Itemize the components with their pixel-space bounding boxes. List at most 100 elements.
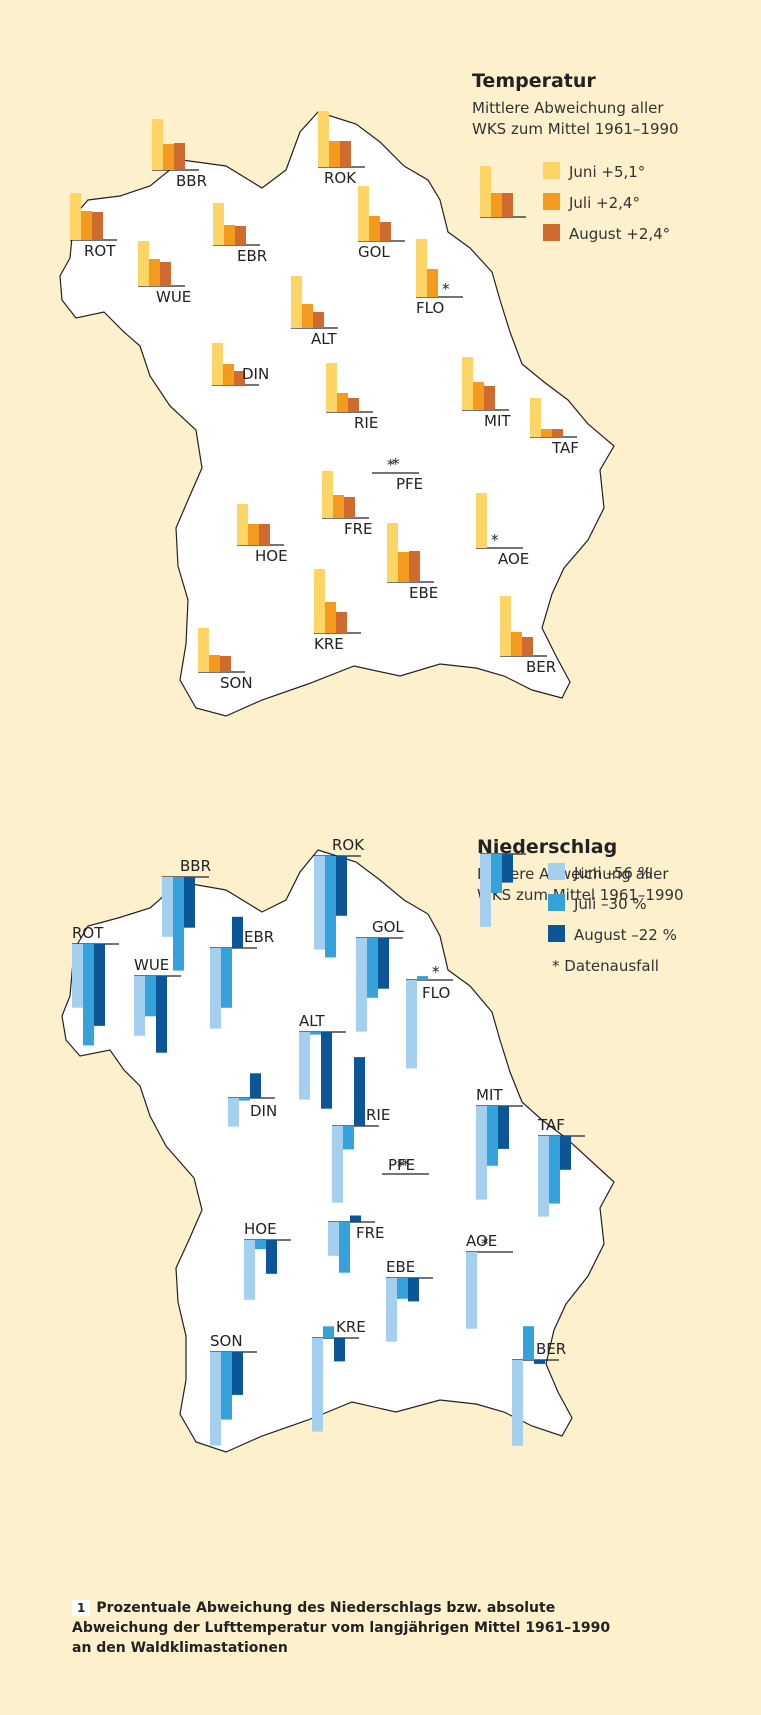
bar-ebr-juli <box>221 948 232 1008</box>
bar-rie-juni <box>332 1126 343 1203</box>
bar-kre-august <box>336 612 347 633</box>
bar-aoe-juni <box>466 1252 477 1329</box>
bar-aoe-juni <box>476 493 487 548</box>
bar-hoe-juni <box>244 1240 255 1300</box>
bar-son-august <box>232 1352 243 1395</box>
bar-ebe-august <box>409 551 420 582</box>
bar-ebe-juni <box>386 1278 397 1342</box>
bar-flo-juni <box>406 980 417 1069</box>
chart-subtitle-line: WKS zum Mittel 1961–1990 <box>472 120 679 138</box>
station-label-gol: GOL <box>372 918 404 936</box>
station-label-hoe: HOE <box>244 1220 277 1238</box>
missing-data-mark-aoe: * <box>491 531 499 549</box>
station-label-rot: ROT <box>72 924 104 942</box>
legend-swatch-august <box>543 224 560 241</box>
legend-label-juli: Juli –30 % <box>573 895 647 913</box>
station-label-taf: TAF <box>551 439 579 457</box>
bar-rok-august <box>336 856 347 916</box>
station-label-ebr: EBR <box>244 928 274 946</box>
legend-label-august: August +2,4° <box>569 225 670 243</box>
bar-rot-juni <box>72 944 83 1008</box>
legend-sample-bar-juli <box>491 193 502 217</box>
legend-swatch-juni <box>543 162 560 179</box>
bar-fre-juli <box>339 1222 350 1273</box>
bar-bbr-august <box>184 877 195 928</box>
bar-mit-juli <box>473 382 484 410</box>
legend-swatch-juli <box>543 193 560 210</box>
bar-flo-juni <box>416 239 427 297</box>
station-label-pfe: PFE <box>396 475 423 493</box>
bar-din-juni <box>212 343 223 385</box>
bar-gol-juni <box>356 938 367 1032</box>
station-label-pfe: PFE <box>388 1156 415 1174</box>
station-label-bbr: BBR <box>180 857 211 875</box>
bar-alt-juni <box>299 1032 310 1100</box>
bar-alt-juni <box>291 276 302 328</box>
bar-hoe-august <box>259 524 270 545</box>
bar-ber-august <box>534 1360 545 1364</box>
station-label-rie: RIE <box>366 1106 390 1124</box>
bar-son-august <box>220 656 231 672</box>
legend-label-juli: Juli +2,4° <box>568 194 640 212</box>
bar-wue-juli <box>145 976 156 1017</box>
station-label-hoe: HOE <box>255 547 288 565</box>
station-label-fre: FRE <box>356 1224 385 1242</box>
bar-mit-juni <box>462 357 473 410</box>
missing-data-mark-aoe: * <box>481 1235 489 1253</box>
bar-fre-juni <box>322 471 333 518</box>
bar-ebe-juli <box>398 552 409 582</box>
legend-sample-bar-august <box>502 193 513 217</box>
station-label-rok: ROK <box>332 836 365 854</box>
station-label-son: SON <box>220 674 253 692</box>
bar-rie-juni <box>326 363 337 412</box>
bar-din-juli <box>239 1098 250 1101</box>
bar-son-juni <box>210 1352 221 1446</box>
bar-gol-august <box>380 222 391 241</box>
station-label-din: DIN <box>242 365 269 383</box>
bar-hoe-juni <box>237 504 248 545</box>
bar-kre-august <box>334 1338 345 1362</box>
bar-son-juli <box>209 655 220 672</box>
bar-ber-august <box>522 637 533 656</box>
bar-mit-august <box>498 1106 509 1149</box>
bar-bbr-juli <box>173 877 184 971</box>
bar-rot-juli <box>83 944 94 1046</box>
caption-text: Prozentuale Abweichung des Niederschlags… <box>72 1600 611 1656</box>
bar-taf-juni <box>538 1136 549 1217</box>
bar-wue-august <box>156 976 167 1053</box>
bar-fre-juli <box>333 495 344 518</box>
missing-data-mark-pfe: * <box>397 1157 405 1175</box>
legend-swatch-august <box>548 925 565 942</box>
chart-subtitle-line: Mittlere Abweichung aller <box>477 865 669 883</box>
bar-rok-juni <box>318 111 329 167</box>
bar-bbr-juli <box>163 144 174 170</box>
chart-subtitle-line: WKS zum Mittel 1961–1990 <box>477 886 684 904</box>
station-label-rok: ROK <box>324 169 357 187</box>
bar-rok-august <box>340 141 351 167</box>
legend-label-juni: Juni –56 % <box>573 864 652 882</box>
bar-hoe-juli <box>255 1240 266 1250</box>
bar-rie-juli <box>343 1126 354 1150</box>
chart-title: Temperatur <box>472 70 596 92</box>
missing-data-mark-pfe: * <box>402 1156 410 1174</box>
bar-fre-august <box>350 1215 361 1222</box>
bar-ebr-juni <box>213 203 224 245</box>
bar-rot-juni <box>70 193 81 240</box>
bar-ebe-juni <box>387 523 398 582</box>
station-label-ber: BER <box>536 1340 566 1358</box>
bar-ber-juli <box>523 1326 534 1360</box>
bar-rok-juni <box>314 856 325 950</box>
bar-mit-juli <box>487 1106 498 1166</box>
bar-fre-juni <box>328 1222 339 1256</box>
bar-ebe-august <box>408 1278 419 1302</box>
chart-subtitle-line: Mittlere Abweichung aller <box>472 99 664 117</box>
chart-title: Niederschlag <box>477 836 617 858</box>
bar-taf-juni <box>530 398 541 437</box>
bar-rot-august <box>92 212 103 240</box>
bar-mit-august <box>484 386 495 410</box>
bar-wue-juli <box>149 259 160 286</box>
station-label-ebe: EBE <box>386 1258 415 1276</box>
missing-data-mark-pfe: * <box>392 455 400 473</box>
bar-ebr-juli <box>224 225 235 245</box>
